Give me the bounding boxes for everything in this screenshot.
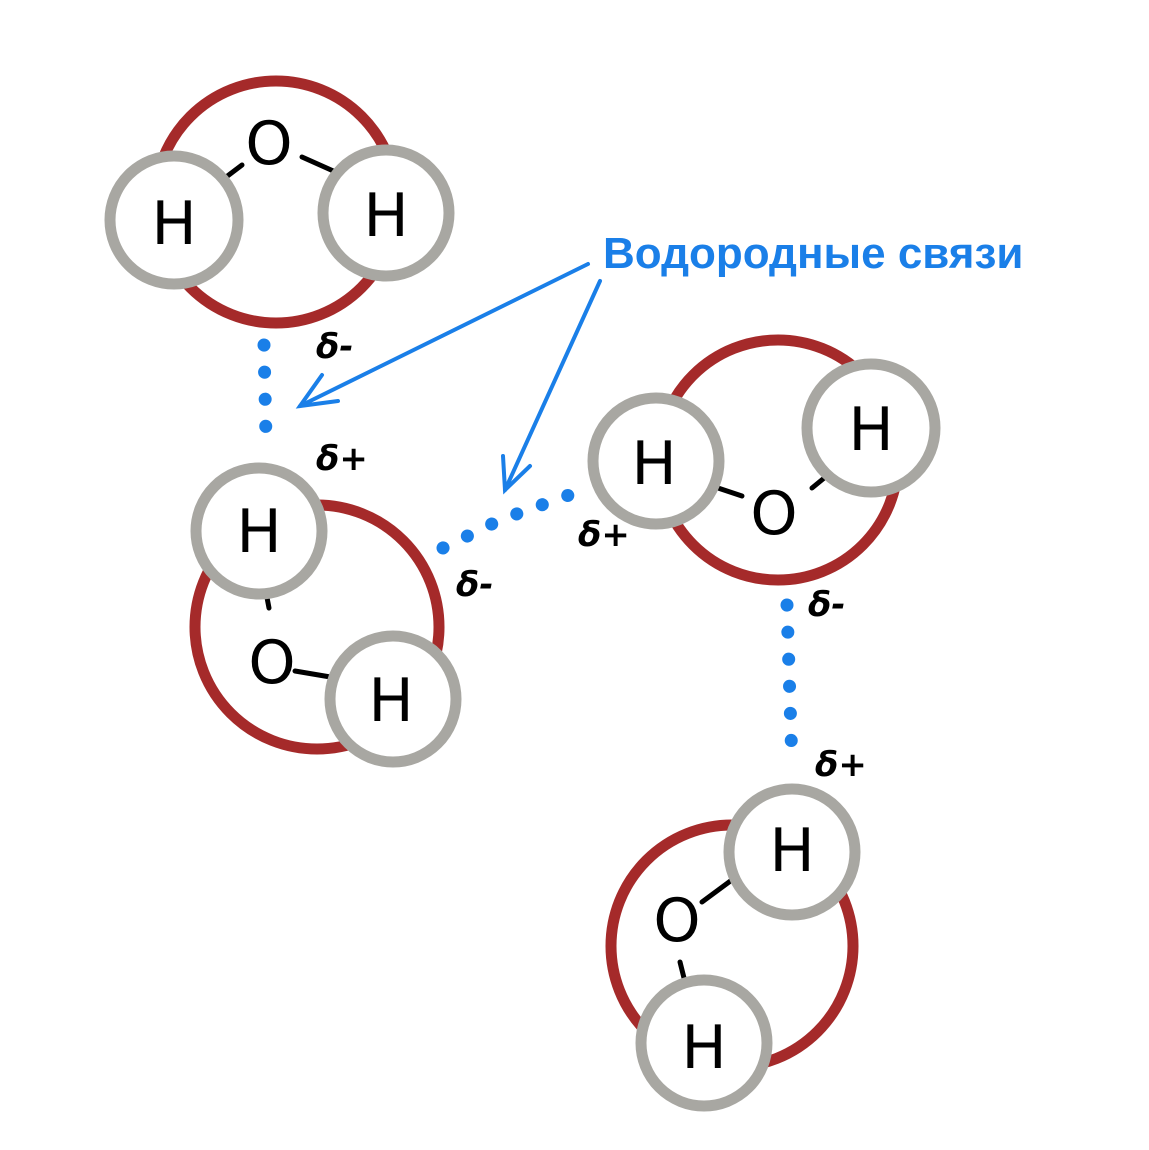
water-molecule-2: O H H [189, 462, 462, 768]
hydrogen-label: H [363, 181, 408, 251]
hydrogen-ring [723, 783, 861, 921]
arrow-head [501, 454, 532, 495]
hydrogen-bond-2 [436, 483, 590, 555]
hydrogen-label: H [848, 395, 893, 465]
caption-group: Водородные связи [295, 229, 1023, 495]
hydrogen-ring [324, 630, 462, 768]
hydrogen-bond-1 [257, 338, 273, 445]
hydrogen-ring [587, 392, 725, 530]
hydrogen-ring [635, 974, 773, 1112]
hydrogen-ring [190, 462, 328, 600]
hydrogen-label: H [681, 1013, 726, 1083]
caption-label: Водородные связи [603, 229, 1023, 278]
oxygen-label: O [248, 628, 295, 698]
hydrogen-bond-3 [780, 598, 799, 772]
water-molecule-3: O H H [587, 334, 941, 586]
charge-label-negative: δ- [316, 327, 353, 367]
charge-label-positive: δ+ [815, 745, 867, 785]
arrow-line [503, 279, 602, 492]
partial-charges: δ- δ+ δ- δ+ δ- δ+ [316, 327, 867, 785]
hydrogen-label: H [769, 816, 814, 886]
charge-label-positive: δ+ [578, 515, 630, 555]
hydrogen-label: H [236, 497, 281, 567]
water-molecule-4: O H H [605, 783, 861, 1112]
arrow-line [298, 262, 590, 408]
hydrogen-label: H [151, 189, 196, 259]
charge-label-negative: δ- [456, 565, 493, 605]
oxygen-label: O [750, 479, 797, 549]
hydrogen-ring [104, 150, 244, 290]
hydrogen-label: H [631, 429, 676, 499]
charge-label-positive: δ+ [316, 439, 368, 479]
arrow-head [295, 373, 340, 409]
hydrogen-label: H [368, 666, 413, 736]
oxygen-label: O [653, 886, 700, 956]
oxygen-label: O [245, 109, 292, 179]
hydrogen-ring [801, 358, 941, 498]
water-molecule-1: O H H [104, 75, 455, 329]
hydrogen-bonds [257, 338, 799, 772]
charge-label-negative: δ- [808, 585, 845, 625]
hydrogen-ring [317, 144, 455, 282]
